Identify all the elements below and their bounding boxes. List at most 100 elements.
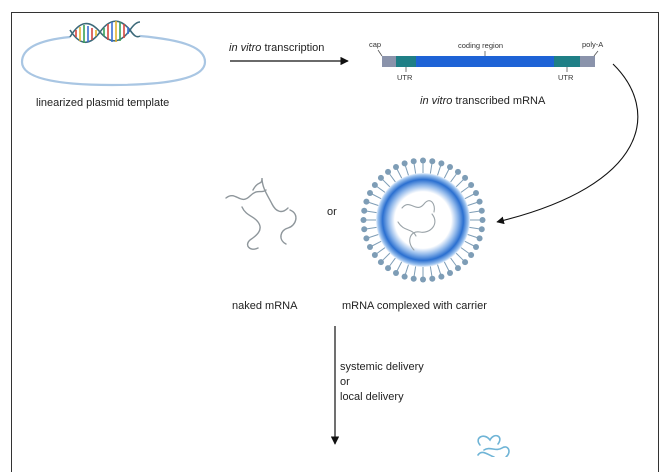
- lipid-head: [438, 273, 445, 280]
- lipid-tail: [382, 179, 391, 188]
- delivery-label-2: or: [340, 376, 350, 388]
- lipid-head: [468, 251, 475, 258]
- lipid-tail: [404, 165, 409, 176]
- complexed-mrna-label: mRNA complexed with carrier: [342, 300, 487, 312]
- lipid-head: [385, 265, 392, 272]
- lipid-head: [473, 189, 480, 196]
- lipid-head: [476, 198, 483, 205]
- lipid-tail: [389, 257, 396, 267]
- cap-segment: [382, 56, 396, 67]
- lipid-head: [473, 244, 480, 251]
- poly-a-label: poly-A: [582, 40, 604, 49]
- lipid-tail: [467, 201, 478, 206]
- lipid-tail: [404, 264, 409, 275]
- lipid-head: [447, 163, 454, 170]
- lipid-head: [420, 157, 426, 164]
- lipid-head: [454, 168, 461, 175]
- lipid-head: [478, 207, 485, 214]
- delivery-label-1: systemic delivery: [340, 361, 424, 373]
- lipid-head: [478, 226, 485, 233]
- lipid-tail: [437, 165, 442, 176]
- carrier-particle-icon: [360, 157, 486, 283]
- lipid-tail: [366, 210, 377, 214]
- transcription-italic: in vitro: [229, 42, 262, 54]
- lipid-tail: [429, 163, 433, 174]
- lipid-tail: [389, 173, 396, 183]
- lipid-head: [371, 251, 378, 258]
- lipid-tail: [469, 210, 480, 214]
- lipid-head: [392, 163, 399, 170]
- lipid-tail: [455, 252, 464, 261]
- figure-frame: [11, 12, 659, 472]
- lipid-tail: [464, 193, 475, 200]
- lipid-head: [392, 270, 399, 277]
- lipid-tail: [371, 240, 382, 247]
- dna-helix-icon: [69, 20, 141, 44]
- lipid-tail: [368, 234, 379, 239]
- lipid-head: [462, 174, 469, 181]
- lipid-tail: [376, 247, 386, 254]
- mrna-construct: [377, 49, 599, 72]
- lipid-head: [363, 235, 370, 242]
- lipid-tail: [371, 193, 382, 200]
- lipid-tail: [443, 261, 450, 272]
- mrna-rest: transcribed mRNA: [452, 95, 546, 107]
- lipid-head: [385, 168, 392, 175]
- utr-right-label: UTR: [558, 73, 574, 82]
- lipid-head: [479, 217, 486, 223]
- lipid-tail: [382, 252, 391, 261]
- lipid-tail: [450, 257, 457, 267]
- lipid-tail: [455, 179, 464, 188]
- lipid-head: [361, 226, 368, 233]
- naked-mrna-icon: [225, 177, 297, 250]
- lipid-head: [361, 207, 368, 214]
- lipid-tail: [396, 261, 403, 272]
- lipid-head: [371, 182, 378, 189]
- lipid-tail: [437, 264, 442, 275]
- plasmid-template: [20, 34, 207, 87]
- lipid-head: [454, 265, 461, 272]
- or-label: or: [327, 206, 337, 218]
- lipid-head: [410, 158, 417, 165]
- lipid-head: [420, 276, 426, 283]
- utr-left-segment: [396, 56, 416, 67]
- plasmid-label: linearized plasmid template: [36, 97, 170, 109]
- lipid-head: [429, 158, 436, 165]
- lipid-head: [401, 273, 408, 280]
- lipid-tail: [429, 266, 433, 277]
- lipid-tail: [443, 168, 450, 179]
- coding-region-label: coding region: [458, 41, 504, 50]
- lipid-tail: [460, 186, 470, 193]
- lipid-head: [462, 259, 469, 266]
- lipid-tail: [467, 234, 478, 239]
- naked-mrna-label: naked mRNA: [232, 300, 298, 312]
- polya-segment: [580, 56, 595, 67]
- coding-region-segment: [416, 56, 554, 67]
- lipid-head: [366, 189, 373, 196]
- lipid-tail: [413, 163, 417, 174]
- target-cell-icon: [477, 434, 510, 457]
- lipid-head: [468, 182, 475, 189]
- lipid-head: [438, 160, 445, 167]
- transcription-label: in vitro transcription: [229, 42, 324, 54]
- diagram-canvas: [20, 20, 639, 457]
- lipid-head: [447, 270, 454, 277]
- cap-label: cap: [369, 40, 382, 49]
- transcription-rest: transcription: [261, 42, 325, 54]
- lipid-tail: [413, 266, 417, 277]
- lipid-tail: [396, 168, 403, 179]
- lipid-tail: [376, 186, 386, 193]
- mrna-italic: in vitro: [420, 95, 453, 107]
- lipid-tail: [469, 226, 480, 230]
- lipid-tail: [464, 240, 475, 247]
- lipid-head: [360, 217, 367, 223]
- lipid-head: [366, 244, 373, 251]
- lipid-head: [377, 259, 384, 266]
- mrna-label: in vitro transcribed mRNA: [420, 95, 545, 107]
- lipid-tail: [368, 201, 379, 206]
- utr-right-segment: [554, 56, 580, 67]
- lipid-tail: [366, 226, 377, 230]
- lipid-head: [410, 275, 417, 282]
- lipid-tail: [450, 173, 457, 183]
- lipid-head: [476, 235, 483, 242]
